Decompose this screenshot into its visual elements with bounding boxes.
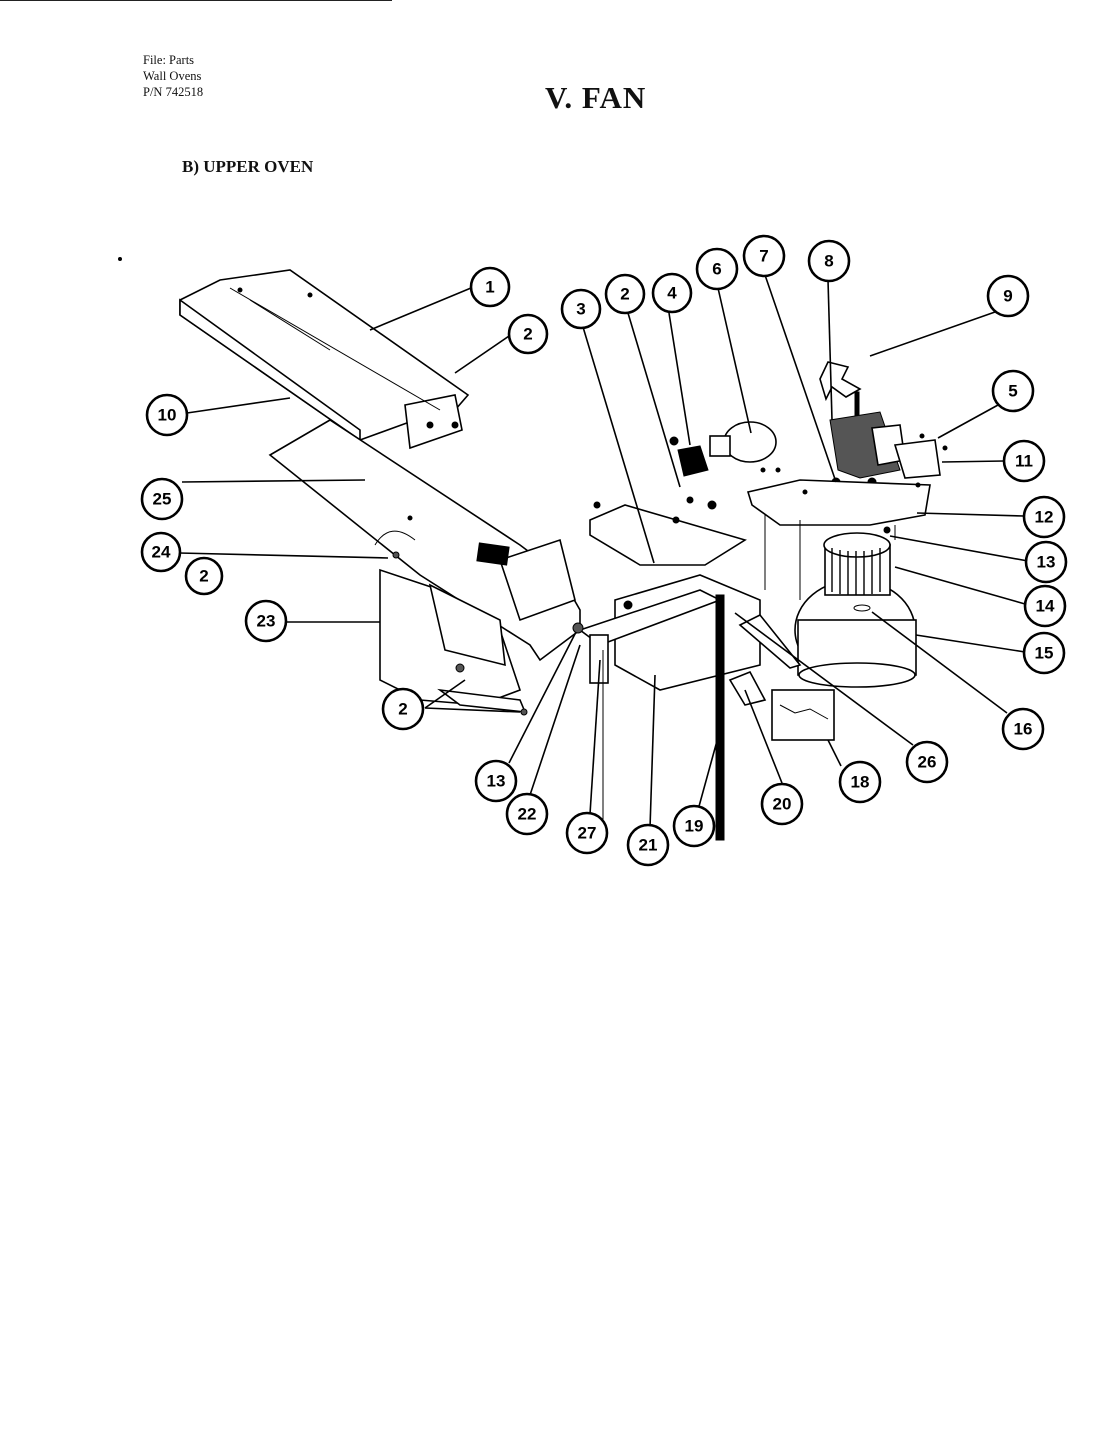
callout-label: 4 bbox=[667, 284, 677, 303]
callout: 1 bbox=[469, 266, 511, 308]
callout: 12 bbox=[1022, 495, 1066, 539]
callout: 3 bbox=[560, 288, 602, 330]
callout-label: 14 bbox=[1036, 597, 1055, 616]
center-housing-part bbox=[572, 496, 761, 820]
callout: 19 bbox=[672, 804, 716, 848]
callout: 2 bbox=[507, 313, 549, 355]
file-line: File: Parts bbox=[143, 53, 195, 67]
callout: 14 bbox=[1023, 584, 1067, 628]
stray-mark bbox=[118, 257, 122, 261]
callout: 25 bbox=[140, 477, 184, 521]
callout-label: 10 bbox=[158, 406, 177, 425]
callout-label: 27 bbox=[578, 824, 597, 843]
callout-label: 23 bbox=[257, 612, 276, 631]
callout: 2 bbox=[184, 556, 224, 596]
callout-label: 26 bbox=[918, 753, 937, 772]
callout-label: 3 bbox=[576, 300, 585, 319]
file-info: File: Parts Wall Ovens P/N 742518 bbox=[143, 52, 203, 100]
callout-label: 18 bbox=[851, 773, 870, 792]
section-title: B) UPPER OVEN bbox=[182, 157, 314, 176]
callout-label: 5 bbox=[1008, 382, 1017, 401]
callout: 10 bbox=[145, 393, 189, 437]
callout: 7 bbox=[742, 234, 786, 278]
callout-label: 2 bbox=[620, 285, 629, 304]
callout: 8 bbox=[807, 239, 851, 283]
upper-channel-part bbox=[179, 269, 470, 450]
callout: 13 bbox=[474, 759, 518, 803]
callout-label: 12 bbox=[1035, 508, 1054, 527]
callout: 4 bbox=[651, 272, 693, 314]
callout: 5 bbox=[991, 369, 1035, 413]
callout-label: 25 bbox=[153, 490, 172, 509]
callout: 20 bbox=[760, 782, 804, 826]
page-title: V. FAN bbox=[545, 80, 647, 115]
mounting-plate-part bbox=[746, 467, 931, 526]
callout: 18 bbox=[838, 760, 882, 804]
callout: 26 bbox=[905, 740, 949, 784]
callout-label: 24 bbox=[152, 543, 171, 562]
callout: 24 bbox=[140, 531, 182, 573]
callout-label: 9 bbox=[1003, 287, 1012, 306]
callout: 2 bbox=[381, 687, 425, 731]
threaded-rod-part bbox=[715, 594, 725, 841]
callout-label: 21 bbox=[639, 836, 658, 855]
leader-lines bbox=[178, 274, 1029, 829]
lamp-bulb-part bbox=[669, 421, 777, 477]
callout: 15 bbox=[1022, 631, 1066, 675]
callout-label: 2 bbox=[523, 325, 532, 344]
file-line: P/N 742518 bbox=[143, 85, 204, 99]
callout-label: 22 bbox=[518, 805, 537, 824]
callout: 22 bbox=[505, 792, 549, 836]
callout-label: 13 bbox=[487, 772, 506, 791]
callout: 6 bbox=[695, 247, 739, 291]
file-line: Wall Ovens bbox=[143, 69, 202, 83]
callout-label: 20 bbox=[773, 795, 792, 814]
callout-label: 2 bbox=[199, 567, 208, 586]
callout-label: 16 bbox=[1014, 720, 1033, 739]
callout: 21 bbox=[626, 823, 670, 867]
callout: 11 bbox=[1002, 439, 1046, 483]
lower-duct-part bbox=[268, 419, 581, 716]
top-rule bbox=[0, 0, 392, 1]
callout: 27 bbox=[565, 811, 609, 855]
callout: 9 bbox=[986, 274, 1030, 318]
callout: 23 bbox=[244, 599, 288, 643]
callout-label: 11 bbox=[1015, 452, 1033, 471]
callout-label: 13 bbox=[1037, 553, 1056, 572]
callout-label: 1 bbox=[485, 278, 494, 297]
callout-label: 19 bbox=[685, 817, 704, 836]
blower-part bbox=[764, 515, 917, 688]
callout: 2 bbox=[604, 273, 646, 315]
callout-label: 7 bbox=[759, 247, 768, 266]
motor-assembly-part bbox=[819, 361, 948, 495]
callout-label: 8 bbox=[824, 252, 833, 271]
callout-label: 2 bbox=[398, 700, 407, 719]
callout-label: 6 bbox=[712, 260, 721, 279]
callout: 13 bbox=[1024, 540, 1068, 584]
callout-label: 15 bbox=[1035, 644, 1054, 663]
callout: 16 bbox=[1001, 707, 1045, 751]
